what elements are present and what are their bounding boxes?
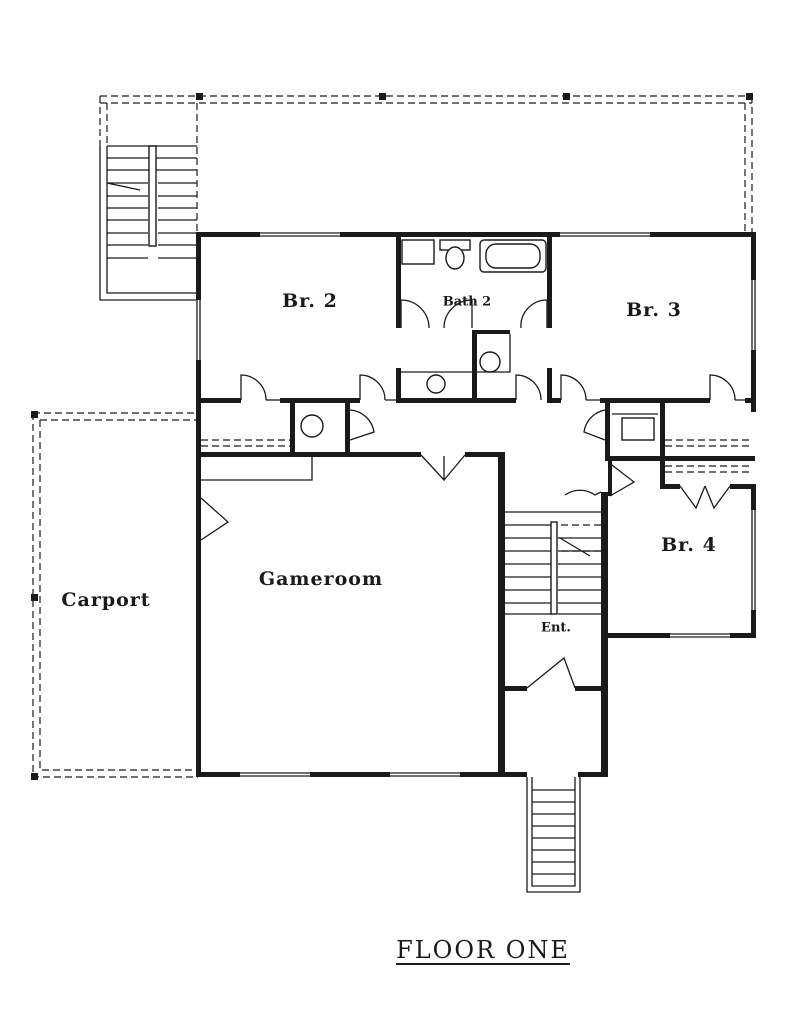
exterior-stair-left [99, 96, 197, 301]
interior-stair [505, 511, 601, 615]
room-label-br3: Br. 3 [626, 299, 682, 321]
room-label-gameroom: Gameroom [258, 568, 384, 590]
front-stair [526, 777, 581, 893]
room-label-br2: Br. 2 [282, 290, 338, 312]
carport-outline [31, 411, 198, 780]
room-label-entry: Ent. [541, 620, 571, 636]
doors [200, 299, 745, 689]
room-label-carport: Carport [61, 589, 151, 611]
windows [196, 232, 756, 777]
plan-title: FLOOR ONE [396, 936, 570, 964]
room-label-bath2: Bath 2 [442, 294, 492, 310]
bath-fixtures [300, 239, 658, 441]
interior-walls [196, 236, 756, 777]
upper-deck [100, 93, 753, 232]
room-label-br4: Br. 4 [661, 534, 717, 556]
